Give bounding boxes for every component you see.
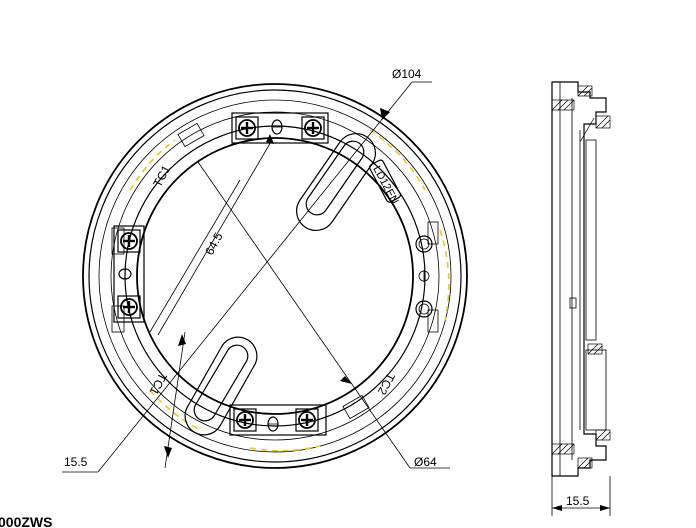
arrowhead-icon <box>552 505 562 511</box>
arrowhead-icon <box>380 108 390 120</box>
screw-icon <box>295 408 319 432</box>
hatch-top <box>551 85 611 143</box>
terminal-block-bottom <box>229 404 327 436</box>
screw-icon <box>233 408 257 432</box>
label-inner-diameter: Ø64 <box>414 455 437 469</box>
outer-ring-3 <box>98 99 452 453</box>
label-slot-width: 15.5 <box>64 455 88 469</box>
dimension-line-15-5 <box>164 331 186 469</box>
title-fragment: 000ZWS <box>0 514 52 528</box>
hatch-bottom <box>551 343 611 469</box>
slot-bottom-left <box>184 336 258 436</box>
model-badge: LD12EN <box>368 159 402 206</box>
label-outer-diameter: Ø104 <box>392 67 422 81</box>
outer-ring-2 <box>88 89 462 463</box>
yellow-arc-1 <box>129 139 176 191</box>
screw-icon <box>117 229 141 253</box>
screw-icon <box>117 295 141 319</box>
rim-notch <box>177 122 205 148</box>
outer-ring-1 <box>82 83 468 469</box>
arrowhead-icon <box>178 334 186 346</box>
side-wall <box>585 349 607 431</box>
screw-icon <box>235 116 259 140</box>
yellow-arc-3 <box>439 229 450 321</box>
label-mount-spacing: 64.5 <box>202 230 225 257</box>
arrowhead-icon <box>340 376 352 384</box>
outer-ring-4 <box>110 111 440 441</box>
label-tc1-bottom: TC1 <box>147 371 170 398</box>
rim-notch <box>342 394 370 420</box>
screw-icon <box>238 119 256 137</box>
label-tc2: TC2 <box>375 371 398 398</box>
dimension-line-104 <box>97 81 413 473</box>
rim-notch <box>427 309 439 333</box>
arrowhead-icon <box>266 134 274 144</box>
arrowhead-icon <box>164 446 172 458</box>
side-view: 15.5 <box>551 81 611 516</box>
yellow-arc-5 <box>249 445 321 452</box>
dimension-line-64 <box>197 161 411 469</box>
terminal-block-top <box>231 112 329 144</box>
terminal-block-left <box>113 225 145 323</box>
rim-notch <box>427 221 439 245</box>
screw-icon <box>301 116 325 140</box>
inner-opening <box>136 137 414 415</box>
arrowhead-icon <box>600 505 610 511</box>
yellow-arc-4 <box>149 389 201 431</box>
label-side-depth: 15.5 <box>566 494 590 508</box>
slot-top-right <box>296 133 376 231</box>
dimension-line-64-5 <box>157 139 273 336</box>
side-tab <box>569 297 577 309</box>
side-wall <box>585 139 597 341</box>
right-holes <box>415 235 433 318</box>
front-view: Ø104 Ø64 15.5 64.5 TC1 TC1 TC2 LD12EN <box>62 67 468 473</box>
